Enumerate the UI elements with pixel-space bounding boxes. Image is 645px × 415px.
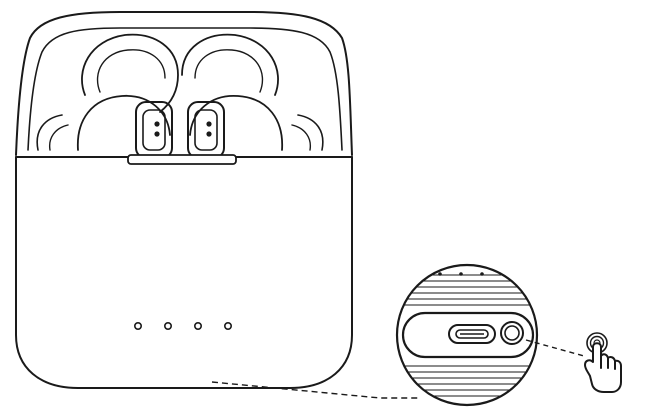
reset-button xyxy=(500,321,524,345)
case-lid xyxy=(15,11,353,156)
left-earbud xyxy=(36,33,179,159)
led-3 xyxy=(194,321,203,330)
right-earbud xyxy=(181,33,324,159)
lid-latch xyxy=(127,154,237,165)
hand-pointer-icon xyxy=(584,342,622,393)
zoom-leader-line xyxy=(211,381,418,399)
led-2 xyxy=(164,321,173,330)
case-led-indicators xyxy=(134,321,233,330)
zoom-detail-circle xyxy=(395,263,539,407)
case-body xyxy=(15,154,353,389)
led-4 xyxy=(224,321,233,330)
press-pointer-line xyxy=(525,339,585,357)
usb-c-port xyxy=(448,324,496,344)
led-1 xyxy=(134,321,143,330)
